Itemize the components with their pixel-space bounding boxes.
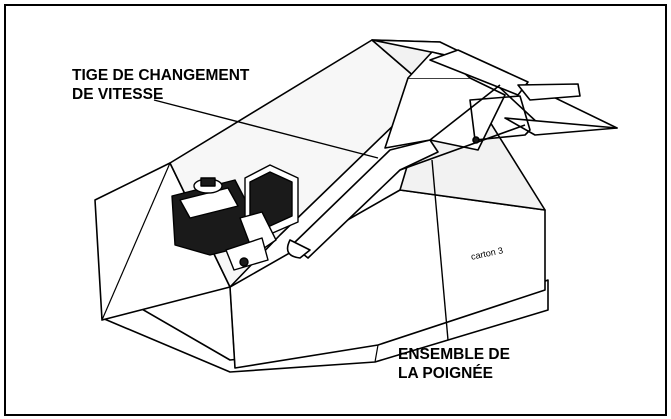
callout-shift-rod-line2: DE VITESSE [72,86,164,103]
callout-shift-rod: TIGE DE CHANGEMENT DE VITESSE [72,66,249,104]
leader-shift-rod [153,99,379,159]
callout-handle-assembly: ENSEMBLE DE LA POIGNÉE [398,345,510,383]
callout-shift-rod-line1: TIGE DE CHANGEMENT [72,67,250,84]
callout-handle-assembly-line2: LA POIGNÉE [398,365,494,382]
handle-assembly-illustration [286,49,581,259]
leader-handle-assembly [431,159,449,341]
engine-illustration [171,164,299,271]
callout-handle-assembly-line1: ENSEMBLE DE [398,346,510,363]
